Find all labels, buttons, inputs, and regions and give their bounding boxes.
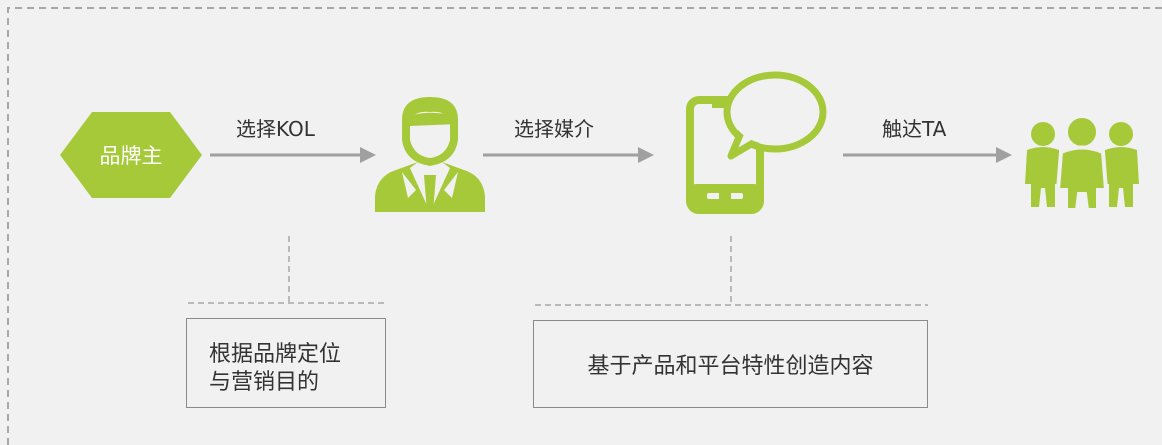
kol-note-connector bbox=[188, 236, 385, 304]
arrow-brand-to-kol bbox=[210, 147, 376, 163]
media-note-box: 基于产品和平台特性创造内容 bbox=[533, 320, 928, 408]
arrow-media-to-audience bbox=[843, 147, 1012, 163]
kol-note-line-2: 与营销目的 bbox=[209, 370, 320, 395]
step-label-reach-ta: 触达TA bbox=[882, 117, 947, 141]
smartphone-chat-icon bbox=[686, 71, 827, 214]
media-note-text: 基于产品和平台特性创造内容 bbox=[587, 354, 874, 379]
step-label-choose-media: 选择媒介 bbox=[514, 117, 594, 141]
brand-owner-hexagon bbox=[60, 112, 202, 198]
people-group-icon bbox=[1025, 114, 1139, 212]
kol-note-line-1: 根据品牌定位 bbox=[209, 342, 342, 367]
step-label-choose-kol: 选择KOL bbox=[236, 117, 315, 141]
kol-note-box: 根据品牌定位 与营销目的 bbox=[186, 318, 386, 408]
media-note-connector bbox=[535, 236, 928, 306]
arrow-kol-to-media bbox=[483, 147, 654, 163]
brand-owner-label: 品牌主 bbox=[99, 144, 163, 168]
business-person-icon bbox=[375, 97, 485, 212]
